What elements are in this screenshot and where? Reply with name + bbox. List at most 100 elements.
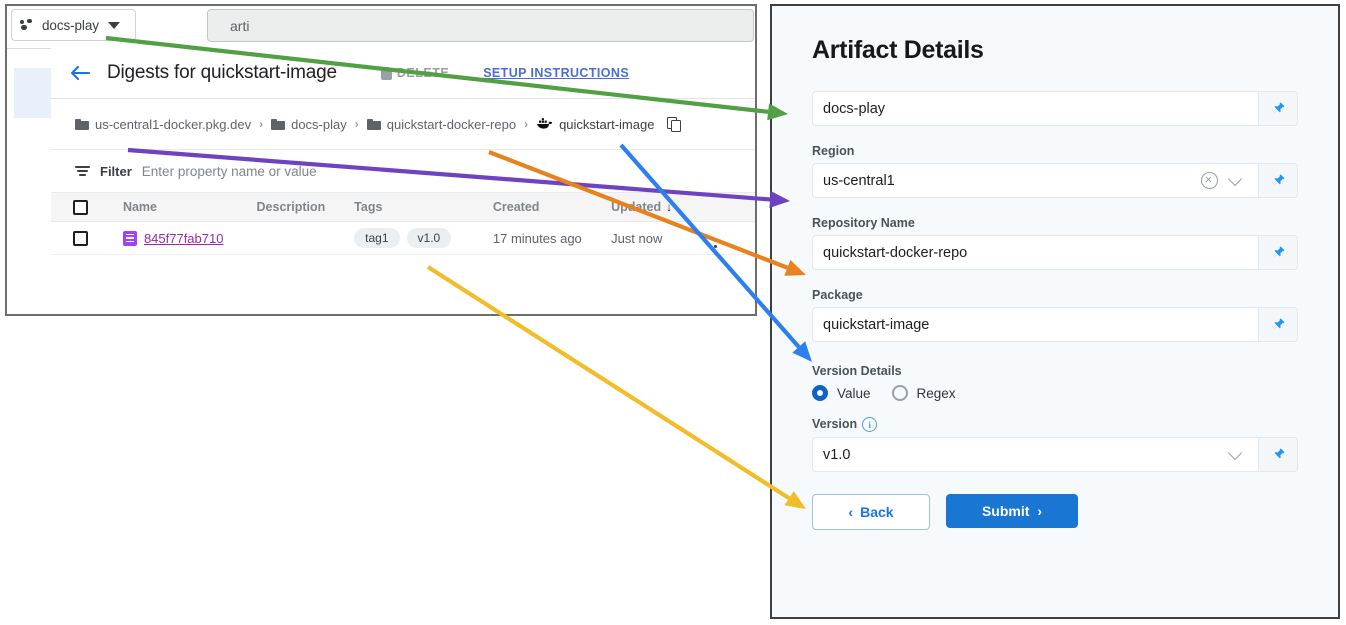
version-details-label: Version Details (812, 364, 902, 378)
row-checkbox[interactable] (73, 230, 88, 246)
form-actions: ‹ Back Submit › (812, 494, 1298, 531)
trash-icon (380, 66, 392, 80)
info-icon[interactable]: i (862, 417, 878, 433)
pin-icon[interactable] (1259, 163, 1298, 198)
project-dots-icon (20, 18, 35, 32)
radio-regex-label: Regex (916, 385, 956, 401)
rail-active-indicator[interactable] (14, 68, 51, 118)
pin-icon[interactable] (1259, 437, 1298, 473)
radio-value-label: Value (837, 385, 871, 401)
digest-link[interactable]: 845f77fab710 (122, 230, 257, 246)
search-input[interactable]: arti (207, 9, 754, 42)
filter-label: Filter (100, 163, 132, 179)
breadcrumb-item-image[interactable]: quickstart-image (536, 117, 654, 132)
panel-title: Artifact Details (812, 36, 984, 64)
package-input[interactable]: quickstart-image (812, 307, 1259, 342)
field-repository-name-row: quickstart-docker-repo (812, 235, 1298, 270)
sort-descending-icon: ↓ (666, 200, 673, 214)
tag-chip[interactable]: v1.0 (406, 228, 452, 248)
folder-icon (271, 118, 286, 130)
breadcrumb-separator: › (354, 117, 359, 131)
rail-divider (7, 48, 51, 49)
project-input[interactable]: docs-play (812, 91, 1259, 126)
back-button[interactable]: ‹ Back (812, 494, 930, 531)
column-header-updated[interactable]: Updated↓ (611, 193, 714, 222)
column-header-actions (713, 193, 755, 222)
field-region: Region us-central1 (812, 144, 1298, 198)
breadcrumb-label: us-central1-docker.pkg.dev (95, 116, 252, 132)
project-input-value: docs-play (823, 100, 886, 117)
chevron-down-icon[interactable] (1227, 445, 1243, 460)
breadcrumb-item-repo[interactable]: quickstart-docker-repo (366, 116, 517, 132)
field-project-row: docs-play (812, 91, 1298, 126)
row-description-cell (256, 221, 355, 255)
console-content: Digests for quickstart-image DELETE SETU… (51, 48, 755, 314)
project-selector-label: docs-play (42, 17, 99, 33)
breadcrumb-item-registry[interactable]: us-central1-docker.pkg.dev (75, 117, 251, 132)
row-actions-cell (713, 221, 755, 255)
select-all-checkbox[interactable] (73, 199, 88, 215)
field-region-row: us-central1 (812, 163, 1298, 198)
submit-button[interactable]: Submit › (946, 494, 1078, 529)
caret-down-icon (107, 21, 120, 29)
submit-button-icon: › (1037, 503, 1043, 520)
clear-icon[interactable] (1201, 172, 1218, 189)
row-tags-cell: tag1 v1.0 (354, 221, 493, 255)
page-header-actions: DELETE SETUP INSTRUCTIONS (380, 66, 630, 80)
back-button-label: Back (860, 504, 894, 521)
chevron-down-icon[interactable] (1227, 171, 1243, 186)
field-region-label: Region (812, 144, 855, 158)
radio-value[interactable] (812, 385, 828, 401)
setup-instructions-link[interactable]: SETUP INSTRUCTIONS (483, 66, 630, 80)
folder-icon (366, 118, 381, 130)
page-title: Digests for quickstart-image (107, 62, 337, 83)
artifact-registry-console-panel: docs-play arti Digests for quickstart-im… (5, 4, 757, 316)
row-name-cell: 845f77fab710 (122, 221, 257, 255)
back-button-icon: ‹ (848, 504, 854, 521)
radio-regex[interactable] (891, 385, 908, 401)
field-project: docs-play (812, 91, 1298, 126)
page-header: Digests for quickstart-image DELETE SETU… (51, 48, 755, 99)
artifact-details-panel: Artifact Details docs-play Region us-cen… (770, 4, 1340, 619)
delete-button[interactable]: DELETE (380, 66, 449, 80)
breadcrumb-item-project[interactable]: docs-play (271, 117, 347, 132)
row-updated-cell: Just now (611, 221, 714, 255)
filter-input[interactable]: Enter property name or value (141, 163, 317, 179)
region-input[interactable]: us-central1 (812, 163, 1259, 198)
table-header-row: Name Description Tags Created Updated↓ (51, 193, 755, 222)
filter-bar: Filter Enter property name or value (51, 150, 755, 193)
pin-icon[interactable] (1259, 91, 1298, 126)
folder-icon (75, 118, 89, 130)
pin-icon[interactable] (1259, 235, 1298, 270)
field-repository-name-label: Repository Name (812, 216, 915, 230)
repository-name-input-value: quickstart-docker-repo (823, 244, 968, 261)
breadcrumb-label: docs-play (291, 116, 347, 132)
breadcrumb-separator: › (259, 117, 264, 131)
version-input-value: v1.0 (823, 446, 851, 463)
field-repository-name: Repository Name quickstart-docker-repo (812, 216, 1298, 270)
breadcrumb-separator: › (524, 117, 529, 131)
breadcrumb: us-central1-docker.pkg.dev › docs-play ›… (51, 99, 755, 150)
project-selector[interactable]: docs-play (11, 9, 136, 41)
submit-button-label: Submit (981, 503, 1030, 520)
column-header-description[interactable]: Description (256, 193, 355, 222)
breadcrumb-label: quickstart-docker-repo (386, 116, 517, 132)
version-input[interactable]: v1.0 (812, 437, 1259, 473)
copy-icon[interactable] (667, 117, 682, 132)
package-input-value: quickstart-image (823, 316, 930, 333)
pin-icon[interactable] (1259, 307, 1298, 342)
field-version-details: Version Details Value Regex (812, 364, 1298, 401)
column-header-created[interactable]: Created (492, 193, 612, 222)
back-arrow-icon[interactable] (67, 60, 93, 86)
tag-chip[interactable]: tag1 (354, 228, 400, 248)
column-header-name[interactable]: Name (122, 193, 257, 222)
repository-name-input[interactable]: quickstart-docker-repo (812, 235, 1259, 270)
region-input-value: us-central1 (823, 172, 895, 189)
version-details-radio-group: Value Regex (812, 385, 1298, 401)
field-package: Package quickstart-image (812, 288, 1298, 342)
breadcrumb-label: quickstart-image (559, 116, 655, 132)
field-version-label-text: Version (812, 417, 858, 431)
column-header-tags[interactable]: Tags (354, 193, 493, 222)
filter-icon (75, 165, 90, 177)
